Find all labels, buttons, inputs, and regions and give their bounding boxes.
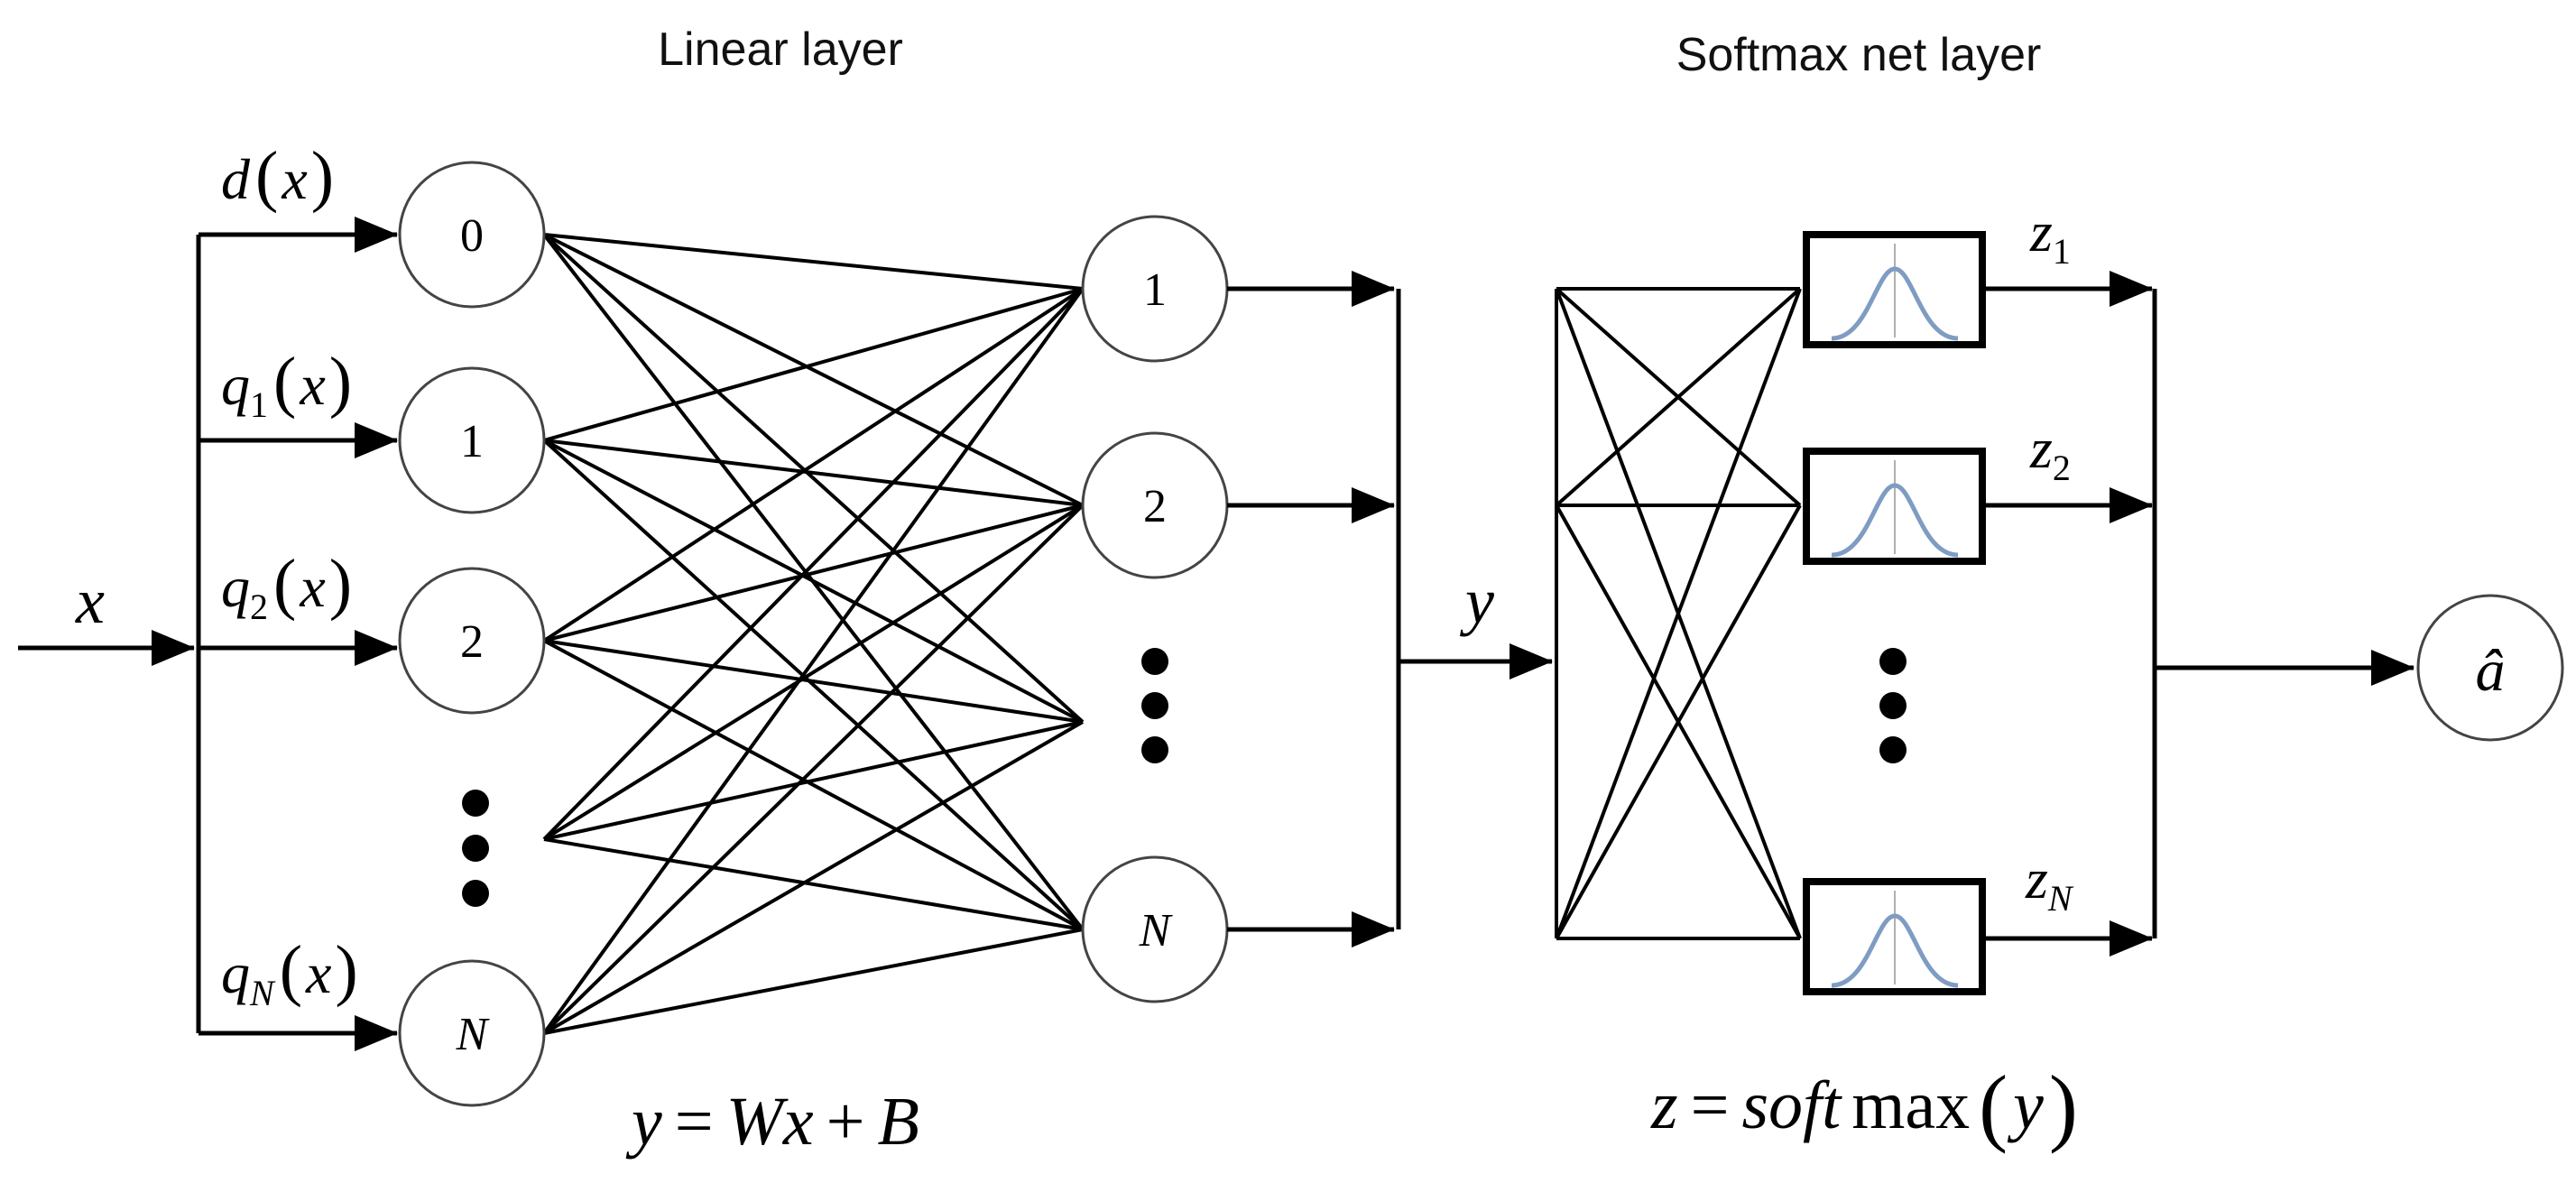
output-node-1: 1 (1081, 215, 1229, 363)
svg-text:qN(x): qN(x) (221, 932, 358, 1013)
svg-text:1: 1 (460, 416, 484, 467)
linear-connections (542, 233, 1085, 1035)
softmax-output-arrows (1986, 271, 2414, 957)
input-node-N: N (398, 959, 546, 1107)
svg-text:N: N (1139, 905, 1174, 957)
linear-layer-title: Linear layer (658, 23, 903, 76)
branch-label-qN: qN(x) (221, 932, 358, 1013)
svg-text:â: â (2476, 638, 2506, 704)
svg-text:q1(x): q1(x) (221, 344, 352, 425)
zN-label: zN (2025, 846, 2074, 919)
output-ellipsis (1141, 648, 1168, 763)
svg-text:2: 2 (460, 616, 484, 668)
softmax-unit-N (1803, 878, 1986, 995)
softmax-unit-2 (1803, 448, 1986, 565)
output-node-N: N (1081, 855, 1229, 1003)
svg-text:d(x): d(x) (221, 138, 334, 214)
svg-text:q2(x): q2(x) (221, 546, 352, 627)
output-a-hat-node: â (2416, 594, 2564, 742)
input-ellipsis (462, 790, 489, 907)
input-node-1: 1 (398, 366, 546, 514)
svg-text:1: 1 (1143, 264, 1167, 316)
softmax-ellipsis (1879, 648, 1907, 763)
branch-label-d: d(x) (221, 138, 334, 214)
branch-label-q1: q1(x) (221, 344, 352, 425)
svg-text:2: 2 (1143, 481, 1167, 532)
y-label: y (1459, 565, 1494, 637)
z2-label: z2 (2029, 416, 2071, 488)
softmax-unit-1 (1803, 231, 1986, 348)
linear-output-arrows (1227, 271, 1553, 947)
softmax-crossbar (1555, 287, 1802, 940)
linear-equation: y=Wx+B (625, 1084, 919, 1160)
svg-text:0: 0 (460, 210, 484, 262)
output-node-2: 2 (1081, 431, 1229, 579)
input-node-2: 2 (398, 567, 546, 715)
x-input-label: x (75, 565, 105, 637)
input-node-0: 0 (398, 161, 546, 309)
z1-label: z1 (2029, 199, 2071, 272)
branch-label-q2: q2(x) (221, 546, 352, 627)
svg-text:N: N (456, 1009, 491, 1060)
softmax-layer-title: Softmax net layer (1676, 29, 2042, 81)
input-trunk (18, 217, 398, 1051)
